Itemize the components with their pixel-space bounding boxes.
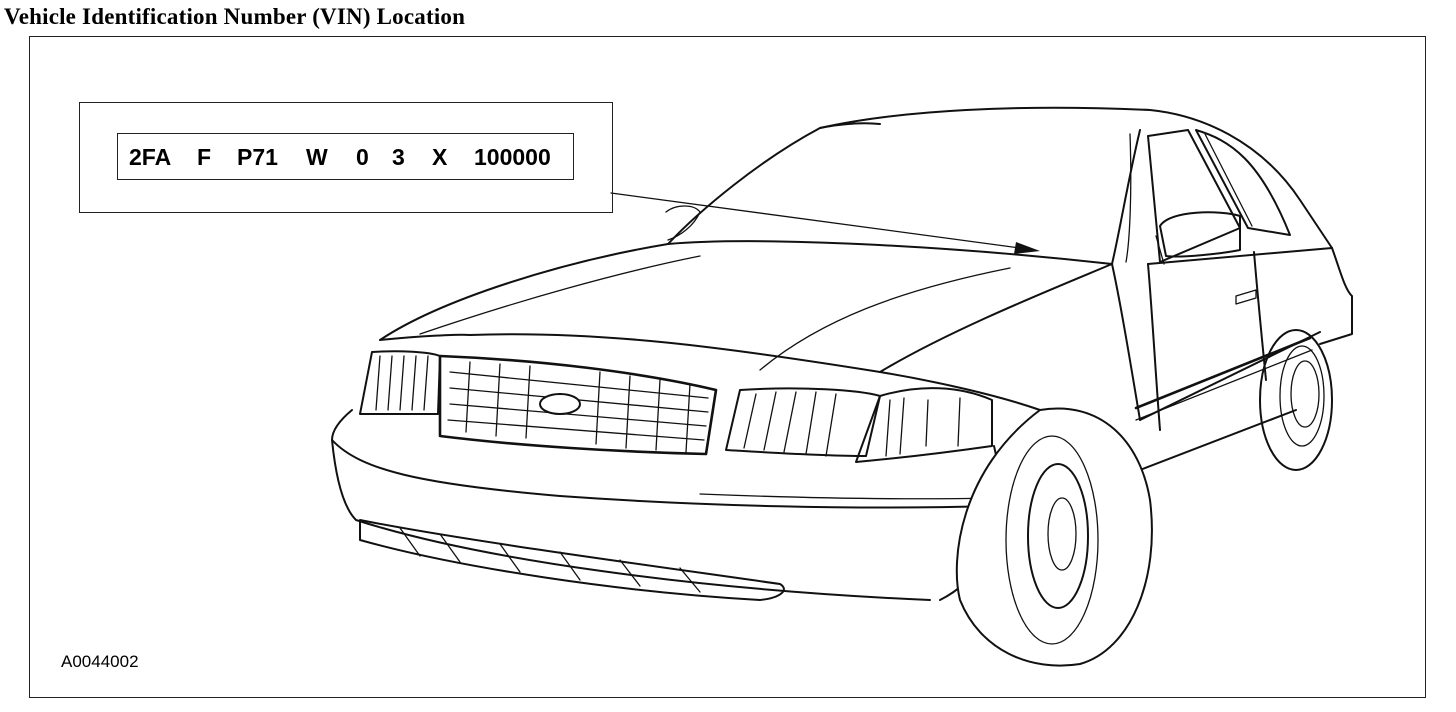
vin-segment-line-series: P71 [237,144,278,170]
vin-segment-plant: X [432,144,448,170]
vin-segment-serial: 100000 [474,144,551,170]
vin-segment-engine: W [306,144,328,170]
front-wheel [955,407,1153,667]
vin-segment-wmi: 2FA [129,144,172,170]
vin-segment-check-digit: 0 [356,144,369,170]
figure-frame [29,36,1426,698]
vin-plate [117,133,574,180]
vin-segment-model-year: 3 [392,144,405,170]
car-body [379,106,1353,471]
figure-id: A0044002 [61,652,139,671]
rear-wheel [1259,329,1333,471]
page-title: Vehicle Identification Number (VIN) Loca… [4,4,466,29]
arrow-icon [610,192,1040,254]
vin-segment-restraint: F [197,144,212,170]
front-fascia [331,350,1000,601]
vin-callout [79,102,613,213]
